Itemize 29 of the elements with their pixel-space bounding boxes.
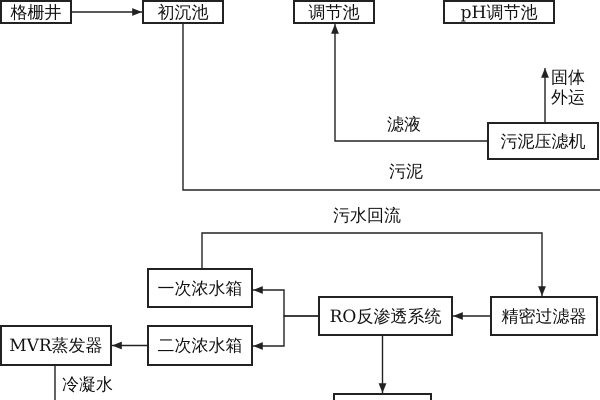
arrow bbox=[253, 315, 318, 350]
box-label: 格栅井 bbox=[10, 2, 62, 24]
process-box bbox=[147, 268, 253, 308]
box-label: 初沉池 bbox=[158, 2, 208, 24]
box-label: 二次浓水箱 bbox=[158, 335, 242, 357]
box-label: 精密过滤器 bbox=[502, 306, 586, 328]
arrow bbox=[112, 342, 147, 350]
box-label: 调节池 bbox=[308, 2, 360, 24]
process-box bbox=[443, 0, 555, 24]
arrow bbox=[331, 24, 487, 142]
arrow bbox=[201, 232, 546, 296]
arrow bbox=[453, 312, 490, 320]
edge-label: 固体外运 bbox=[551, 69, 586, 108]
box-label: RO反渗透系统 bbox=[330, 306, 442, 328]
box-label: MVR蒸发器 bbox=[9, 335, 103, 357]
process-box bbox=[142, 0, 224, 24]
process-box bbox=[487, 122, 599, 160]
arrow bbox=[72, 8, 142, 16]
arrow bbox=[541, 68, 549, 122]
process-box bbox=[147, 325, 253, 366]
process-box bbox=[318, 296, 453, 336]
process-box bbox=[490, 296, 598, 336]
box-label: 一次浓水箱 bbox=[158, 278, 242, 300]
process-box bbox=[0, 325, 112, 366]
arrow bbox=[378, 336, 386, 393]
box-label: pH调节池 bbox=[460, 2, 538, 24]
box-label: 污泥压滤机 bbox=[500, 130, 586, 152]
process-box bbox=[293, 0, 375, 24]
process-box bbox=[0, 0, 72, 24]
